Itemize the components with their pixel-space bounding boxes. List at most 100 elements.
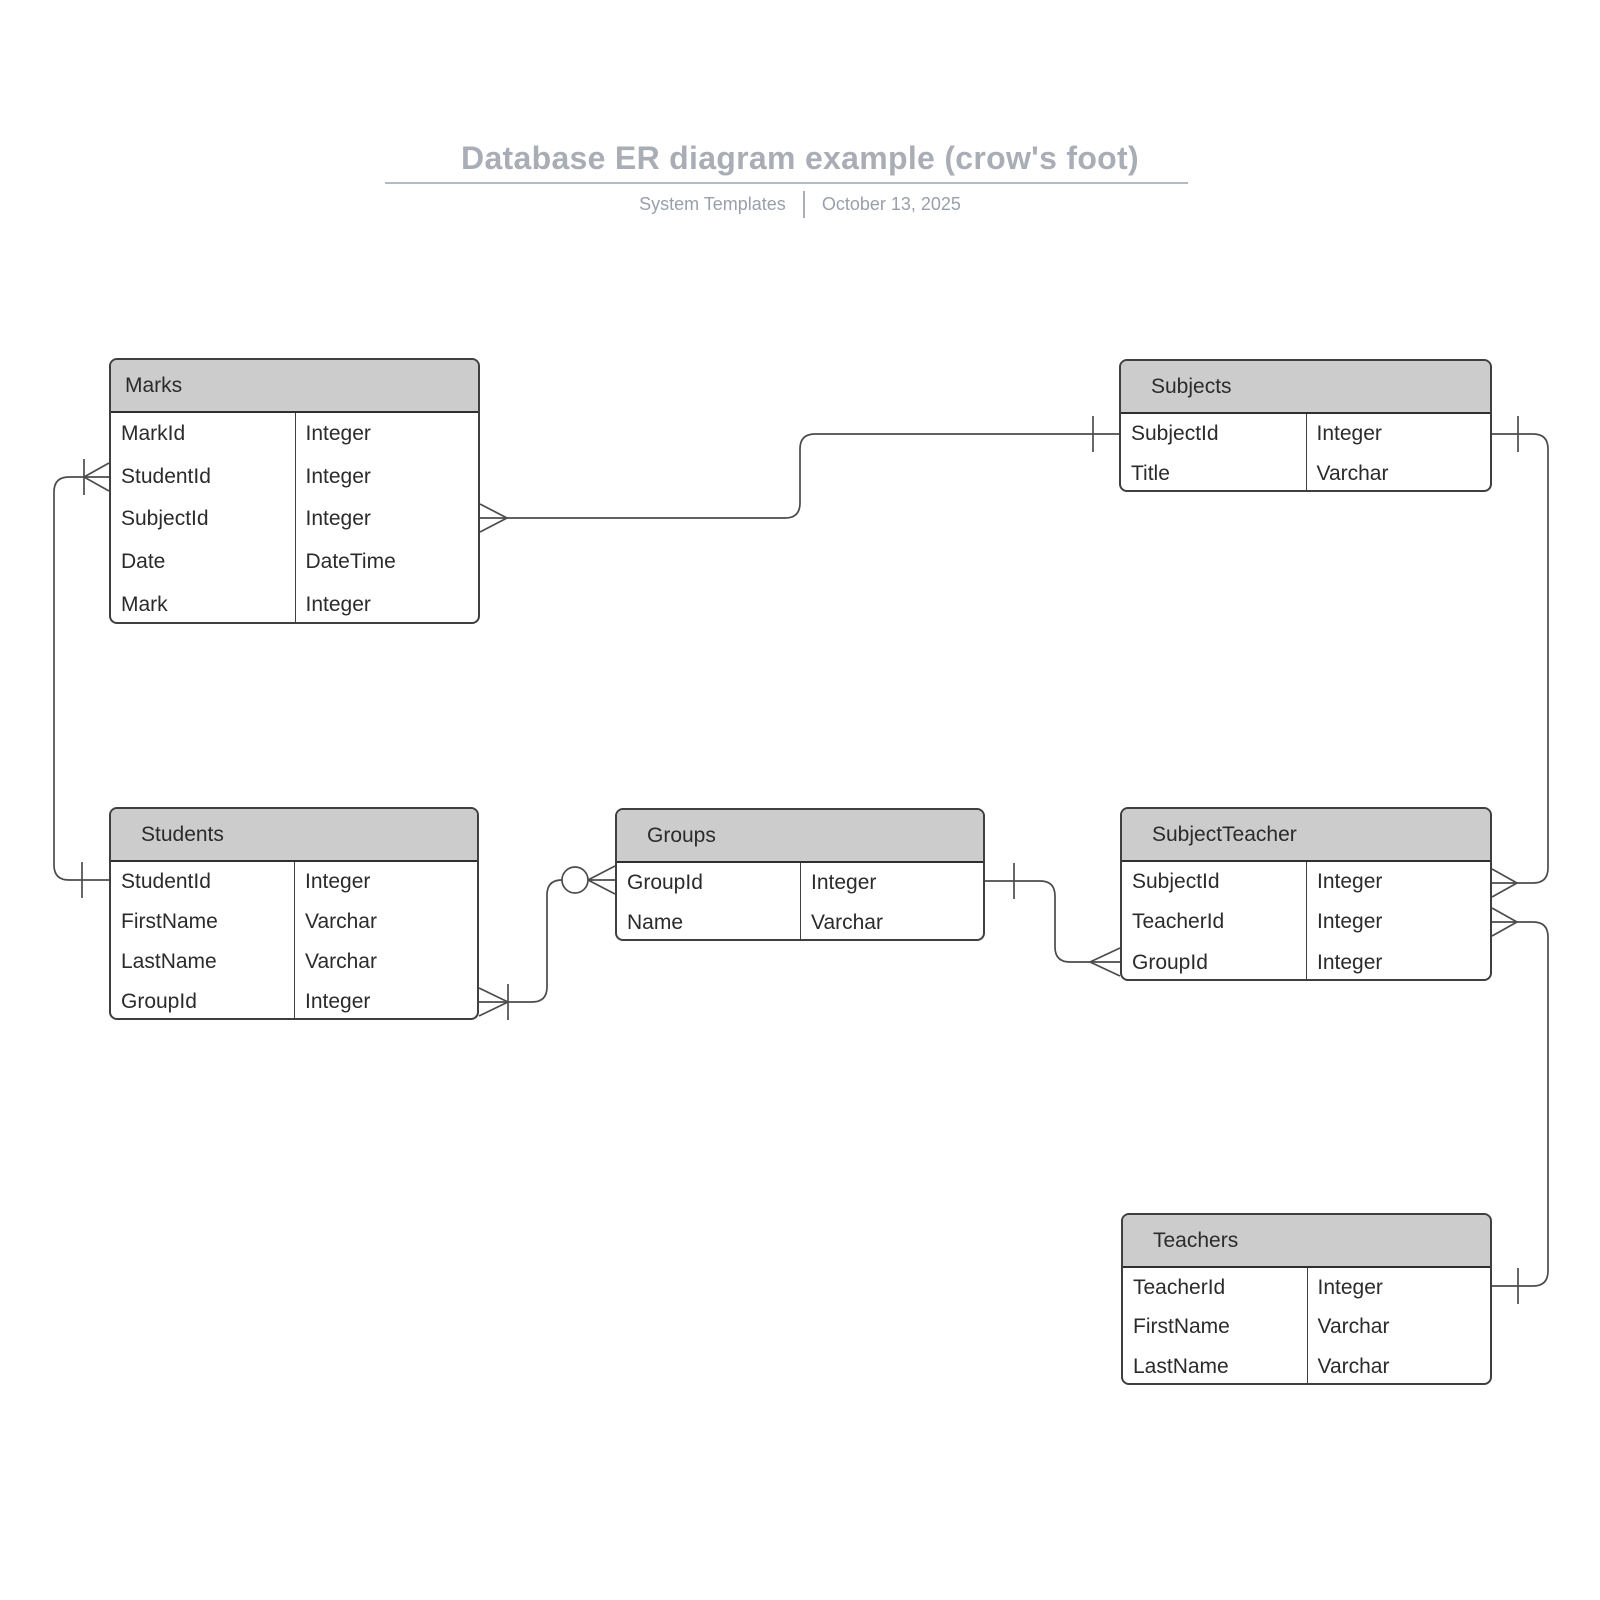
field-type-cell: Varchar [800, 903, 983, 939]
entity-field-row: LastName Varchar [111, 942, 477, 982]
zero-marker [561, 866, 589, 894]
field-name-cell: StudentId [121, 464, 211, 488]
many-marker [1491, 907, 1518, 937]
wire [53, 476, 109, 881]
entity-title: Groups [647, 823, 716, 847]
entity-field-row: SubjectId Integer [1121, 414, 1490, 454]
field-type-cell: Varchar [1306, 1307, 1491, 1348]
page-title: Database ER diagram example (crow's foot… [461, 140, 1139, 176]
entity-title: Subjects [1151, 374, 1232, 398]
entity-field-row: LastName Varchar [1123, 1347, 1491, 1383]
connector-marks-subjects [479, 416, 1119, 533]
field-name-cell: MarkId [121, 422, 186, 446]
field-name-cell: SubjectId [1132, 870, 1220, 894]
entity-field-row: Date DateTime [111, 540, 479, 584]
entity-field-row: Name Varchar [617, 903, 983, 939]
page-subtitle: System Templates October 13, 2025 [0, 191, 1600, 218]
entity-field-row: SubjectId Integer [1122, 862, 1490, 903]
connector-marks-students [53, 459, 110, 898]
field-type-cell: Integer [294, 455, 479, 499]
field-type-cell: Varchar [294, 942, 477, 982]
entity-field-row: StudentId Integer [111, 862, 477, 902]
entity-field-row: TeacherId Integer [1122, 902, 1490, 943]
entity-title: SubjectTeacher [1152, 822, 1297, 846]
field-name-cell: Mark [121, 592, 168, 616]
field-name-cell: TeacherId [1133, 1275, 1226, 1299]
entity-title: Marks [125, 373, 183, 397]
field-name-cell: LastName [121, 950, 217, 973]
field-name-cell: TeacherId [1132, 910, 1225, 934]
connector-subjects-subjectteacher [1491, 416, 1549, 898]
entity-field-row: TeacherId Integer [1123, 1268, 1490, 1308]
field-name-cell: LastName [1133, 1354, 1229, 1378]
subtitle-date: October 13, 2025 [821, 194, 961, 214]
field-type-cell: Integer [294, 583, 479, 622]
many-marker [479, 503, 508, 533]
field-name-cell: GroupId [121, 990, 197, 1013]
field-type-cell: Integer [1306, 902, 1490, 943]
connector-groups-subjectteacher [985, 863, 1121, 977]
entity-title: Teachers [1153, 1228, 1239, 1252]
field-type-cell: Varchar [1305, 454, 1491, 490]
field-name-cell: Title [1131, 462, 1170, 485]
many-marker [83, 462, 110, 492]
entity-header-groups: Groups [617, 810, 983, 863]
entity-header-subjects: Subjects [1121, 361, 1490, 414]
field-type-cell: Integer [1306, 942, 1490, 979]
field-name-cell: StudentId [121, 870, 211, 893]
entity-field-row: GroupId Integer [111, 982, 477, 1018]
entity-field-row: FirstName Varchar [111, 902, 477, 942]
field-type-cell: Integer [294, 862, 477, 902]
field-name-cell: GroupId [627, 871, 703, 894]
entity-header-teachers: Teachers [1123, 1215, 1490, 1268]
field-type-cell: Varchar [294, 902, 477, 942]
entity-field-row: Mark Integer [111, 583, 479, 622]
field-name-cell: GroupId [1132, 950, 1208, 974]
field-name-cell: FirstName [121, 910, 218, 933]
entity-field-row: Title Varchar [1121, 454, 1491, 490]
many-marker [1491, 868, 1518, 898]
field-type-cell: Integer [800, 863, 983, 903]
many-marker [478, 987, 509, 1017]
field-type-cell: Varchar [1306, 1347, 1491, 1383]
entity-header-marks: Marks [111, 360, 478, 413]
field-type-cell: Integer [1305, 414, 1491, 454]
wire [1492, 921, 1549, 1287]
field-type-cell: Integer [294, 413, 479, 456]
entity-field-row: MarkId Integer [111, 413, 478, 456]
field-type-cell: Integer [1306, 1268, 1491, 1308]
field-type-cell: Integer [294, 982, 477, 1018]
subtitle-author: System Templates [639, 194, 786, 214]
connector-subjectteacher-teachers [1491, 907, 1549, 1304]
entity-field-row: GroupId Integer [617, 863, 983, 903]
field-type-cell: Integer [1306, 862, 1490, 903]
field-name-cell: Date [121, 550, 166, 574]
connector-students-groups [478, 865, 616, 1020]
entity-field-row: StudentId Integer [111, 455, 479, 499]
field-name-cell: Name [627, 911, 684, 934]
field-type-cell: DateTime [294, 540, 479, 584]
title-underline [385, 182, 1188, 184]
field-type-cell: Integer [294, 498, 479, 541]
wire [1492, 433, 1549, 884]
entity-field-row: GroupId Integer [1122, 942, 1490, 979]
field-name-cell: SubjectId [1131, 422, 1219, 445]
many-marker [1089, 947, 1121, 977]
entity-header-students: Students [111, 809, 477, 862]
subtitle-separator [802, 191, 805, 218]
